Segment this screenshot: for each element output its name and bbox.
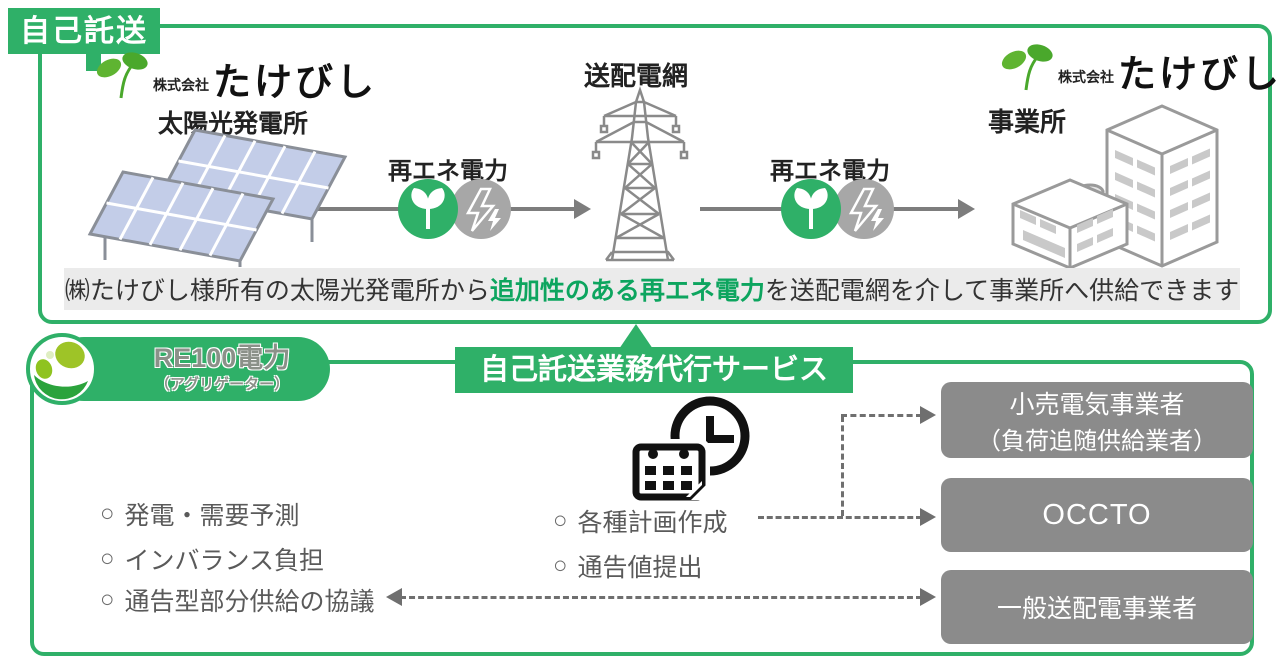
left-list-item-3: ○ 通告型部分供給の協議	[100, 586, 375, 616]
dashed-arrow-to-retailer	[920, 406, 936, 424]
center-list-item-1: ○ 各種計画作成	[553, 507, 728, 537]
re100-logo-icon	[26, 333, 98, 405]
dashed-arrow-right	[920, 588, 936, 606]
entity-occto: OCCTO	[941, 478, 1253, 552]
caption-highlight: 追加性のある再エネ電力	[489, 277, 765, 305]
aggregator-pill: RE100電力 （アグリゲーター）	[52, 337, 330, 401]
calendar-clock-icon	[628, 396, 750, 505]
aggregator-subtitle: （アグリゲーター）	[154, 375, 290, 393]
bullet-icon: ○	[100, 545, 115, 572]
dashed-line-to-retailer	[841, 414, 922, 417]
bullet-icon: ○	[553, 552, 568, 579]
transmission-tower-icon	[591, 86, 689, 262]
aggregator-title: RE100電力	[153, 343, 291, 374]
left-list-item-2: ○ インバランス負担	[100, 545, 325, 575]
bullet-icon: ○	[553, 507, 568, 534]
leaf-icon-2	[781, 179, 841, 239]
entity-retailer: 小売電気事業者 （負荷追随供給業者）	[941, 382, 1253, 458]
sprout-logo-icon	[96, 52, 148, 99]
caption-post: を送配電網を介して事業所へ供給できます	[764, 277, 1240, 305]
solar-panels-icon	[87, 128, 348, 267]
badge-connector	[86, 54, 101, 71]
self-wheeling-badge: 自己託送	[8, 8, 160, 54]
electricity-icon-2	[834, 179, 894, 239]
company-name: たけびし	[213, 62, 378, 104]
company-prefix: 株式会社	[153, 77, 209, 93]
dashed-line-branch	[841, 416, 844, 516]
banner-pointer	[619, 324, 653, 349]
dashed-arrow-to-occto	[920, 508, 936, 526]
arrow-solar-to-grid-head	[574, 199, 591, 219]
entity-grid-operator: 一般送配電事業者	[941, 570, 1253, 644]
left-list-item-1: ○ 発電・需要予測	[100, 500, 300, 530]
dashed-line-bottom	[400, 596, 922, 599]
top-caption: ㈱たけびし様所有の太陽光発電所から追加性のある再エネ電力を送配電網を介して事業所…	[64, 268, 1240, 310]
company-name: たけびし	[1118, 54, 1280, 96]
sprout-logo-icon	[1001, 44, 1053, 91]
office-buildings-icon	[1011, 104, 1219, 270]
bullet-icon: ○	[100, 586, 115, 613]
company-prefix: 株式会社	[1058, 69, 1114, 85]
center-list-item-2: ○ 通告値提出	[553, 552, 703, 582]
caption-pre: ㈱たけびし様所有の太陽光発電所から	[64, 277, 490, 305]
leaf-icon-1	[398, 179, 458, 239]
dashed-arrow-left	[386, 588, 402, 606]
dashed-line-plans	[758, 516, 922, 519]
bullet-icon: ○	[100, 500, 115, 527]
grid-label: 送配電網	[584, 61, 689, 91]
office-label: 事業所	[988, 107, 1067, 137]
arrow-grid-to-office-head	[958, 199, 975, 219]
solar-plant-label: 太陽光発電所	[158, 110, 309, 138]
electricity-icon-1	[451, 179, 511, 239]
service-banner: 自己託送業務代行サービス	[455, 347, 853, 393]
company-logo-right: 株式会社 たけびし	[1000, 44, 1280, 94]
company-logo-left: 株式会社 たけびし	[95, 52, 377, 102]
